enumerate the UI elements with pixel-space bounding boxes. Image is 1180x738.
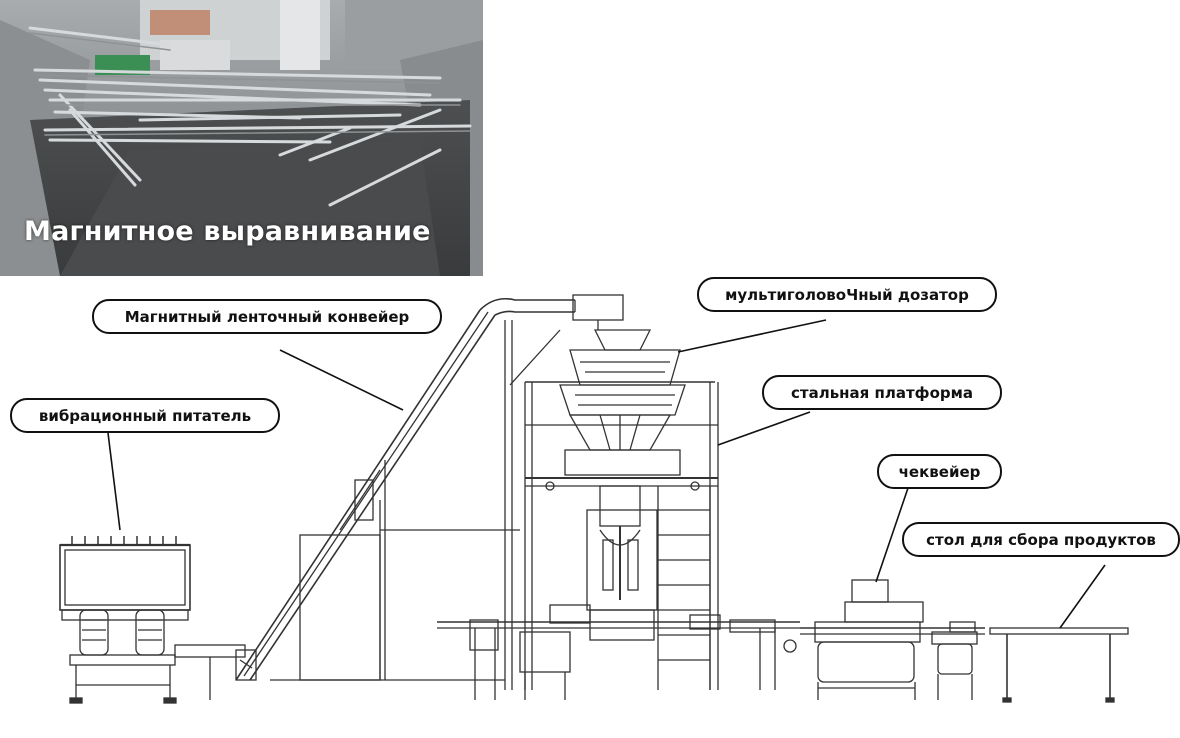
magnetic-belt-conveyor-machine: [235, 297, 576, 690]
label-checkweigher: чеквейер: [877, 454, 1002, 489]
multihead-weigher-machine: [559, 294, 686, 641]
photo-caption: Магнитное выравнивание: [24, 216, 431, 247]
leader-lines: [107, 319, 1106, 629]
output-conveyor-and-frames: [437, 604, 800, 700]
magnetic-alignment-photo: Магнитное выравнивание: [0, 0, 483, 276]
label-collection-table: стол для сбора продуктов: [902, 522, 1180, 557]
photo-illustration: [0, 0, 483, 276]
vibratory-feeder-machine: [59, 536, 246, 704]
collection-table-drawing: [989, 627, 1129, 703]
steel-platform-structure: [524, 381, 719, 690]
checkweigher-machine: [800, 579, 985, 700]
label-magnetic-belt-conveyor: Магнитный ленточный конвейер: [92, 299, 442, 334]
label-vibratory-feeder: вибрационный питатель: [10, 398, 280, 433]
label-multihead-weigher: мультиголовоЧный дозатор: [697, 277, 997, 312]
label-steel-platform: стальная платформа: [762, 375, 1002, 410]
